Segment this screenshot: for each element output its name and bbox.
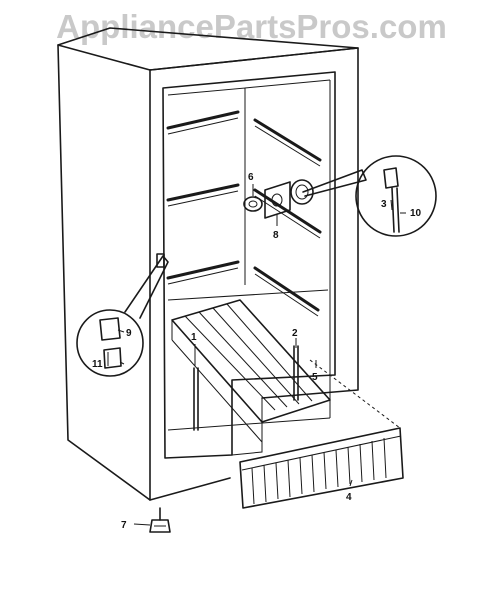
callout-1: 1 [191, 332, 197, 343]
thermostat-detail-icon [302, 155, 437, 237]
wall-shelf-icon [166, 110, 240, 285]
callout-5: 5 [312, 372, 318, 383]
callout-8: 8 [273, 230, 279, 241]
callout-7: 7 [121, 520, 127, 531]
callout-6: 6 [248, 172, 254, 183]
thermostat-knob-icon [243, 179, 314, 219]
wire-basket-icon [171, 299, 331, 443]
callout-9: 9 [126, 328, 132, 339]
door-shelf-icon [239, 359, 404, 509]
callout-3: 3 [381, 199, 387, 210]
leader-lines [117, 184, 406, 526]
callout-11: 11 [92, 359, 103, 370]
light-switch-detail-icon [76, 253, 169, 377]
callout-10: 10 [410, 208, 422, 219]
callout-4: 4 [346, 492, 352, 503]
freezer-cabinet-icon [57, 27, 359, 501]
leveling-leg-icon [149, 507, 171, 533]
callout-2: 2 [292, 328, 298, 339]
